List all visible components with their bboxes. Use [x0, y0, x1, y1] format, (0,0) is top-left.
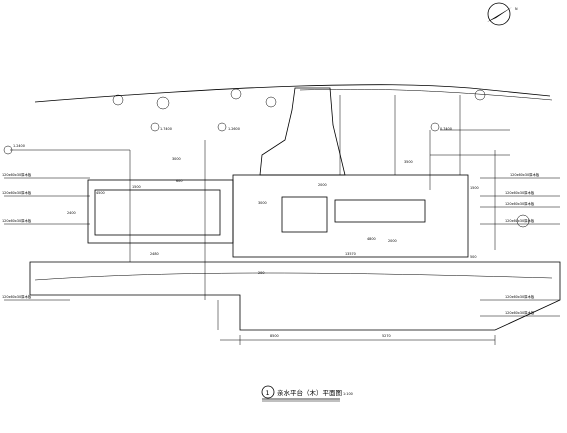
- dimension-14: 5270: [382, 334, 391, 338]
- elevation-labels: 1.7400 1.2600 1.2400 0.7400: [13, 127, 452, 148]
- dimension-lines: [217, 300, 496, 345]
- dimension-10: 2400: [67, 211, 76, 215]
- note-10: 120x60x30厚木板: [505, 310, 535, 315]
- note-9: 120x60x30厚木板: [505, 294, 535, 299]
- title-number: 1: [266, 389, 270, 397]
- note-3: 120x60x30厚木板: [2, 218, 32, 223]
- dimension-5: 3000: [258, 201, 267, 205]
- note-1: 120x60x30厚木板: [2, 172, 32, 177]
- elevation-3: 1.2400: [13, 144, 25, 148]
- dimension-labels: 3000 600 1500 4500 3000 2000 3500 2000 1…: [67, 157, 479, 338]
- lower-paving: [29, 261, 561, 331]
- central-plaza: [232, 174, 469, 258]
- trees: [112, 88, 530, 228]
- dimension-13: 4800: [367, 237, 376, 241]
- north-label: N: [515, 7, 518, 11]
- brick-path-upper: [259, 87, 346, 176]
- dimension-9: 1500: [470, 186, 479, 190]
- dimension-17: 200: [258, 271, 264, 275]
- dimension-11: 2480: [150, 252, 159, 256]
- dimension-2: 600: [176, 179, 182, 183]
- elevation-2: 1.2600: [228, 127, 240, 131]
- title-scale: 1:100: [343, 392, 353, 396]
- note-2: 120x60x30厚木板: [2, 190, 32, 195]
- north-arrow: N: [487, 2, 518, 26]
- elevation-4: 0.7400: [440, 127, 452, 131]
- note-4: 120x60x30厚木板: [2, 294, 32, 299]
- note-6: 120x60x30厚木板: [505, 190, 535, 195]
- structure-lines: [10, 95, 510, 300]
- drawing-title: 1 亲水平台（木）平面图 1:100: [261, 385, 353, 402]
- note-5: 120x60x30厚木板: [510, 172, 540, 177]
- elevation-marks: [3, 122, 440, 155]
- note-8: 120x60x30厚木板: [505, 218, 535, 223]
- dimension-16: 500: [470, 255, 476, 259]
- dimension-4: 4500: [96, 191, 105, 195]
- wooden-deck: [87, 179, 234, 244]
- dimension-15: 8500: [270, 334, 279, 338]
- dimension-3: 1500: [132, 185, 141, 189]
- dimension-6: 2000: [318, 183, 327, 187]
- leaders: [4, 177, 560, 317]
- elevation-1: 1.7400: [160, 127, 172, 131]
- dimension-7: 3500: [404, 160, 413, 164]
- dimension-12: 13570: [345, 252, 356, 256]
- material-notes: 120x60x30厚木板 120x60x30厚木板 120x60x30厚木板 1…: [2, 172, 540, 315]
- dimension-1: 3000: [172, 157, 181, 161]
- dimension-8: 2000: [388, 239, 397, 243]
- note-7: 120x60x30厚木板: [505, 201, 535, 206]
- title-text: 亲水平台（木）平面图: [277, 388, 342, 397]
